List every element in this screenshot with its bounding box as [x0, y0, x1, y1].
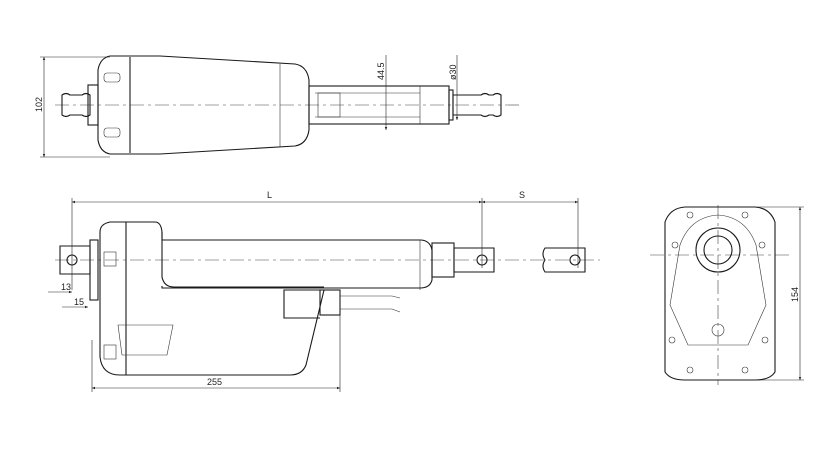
- top-view: 102 44.5 ø30: [34, 55, 522, 158]
- dim-S: S: [519, 190, 525, 200]
- rod-clevis: [453, 247, 495, 273]
- dim-255: 255: [207, 377, 222, 387]
- dim-44-5: 44.5: [376, 62, 386, 80]
- dim-13: 13: [61, 282, 71, 292]
- dim-15: 15: [74, 297, 84, 307]
- housing-and-tube: [99, 221, 433, 289]
- front-view: 154: [650, 205, 804, 385]
- dim-L: L: [267, 190, 272, 200]
- rod-eye: [452, 92, 502, 118]
- extended-clevis: [542, 247, 586, 273]
- dim-diameter-30: ø30: [448, 64, 458, 80]
- dim-102: 102: [34, 97, 44, 112]
- rear-eye: [61, 92, 91, 118]
- handle-recess: [117, 324, 174, 356]
- front-housing: [664, 206, 776, 381]
- dim-154: 154: [790, 287, 800, 302]
- side-view: L S 13 15 255: [48, 190, 600, 392]
